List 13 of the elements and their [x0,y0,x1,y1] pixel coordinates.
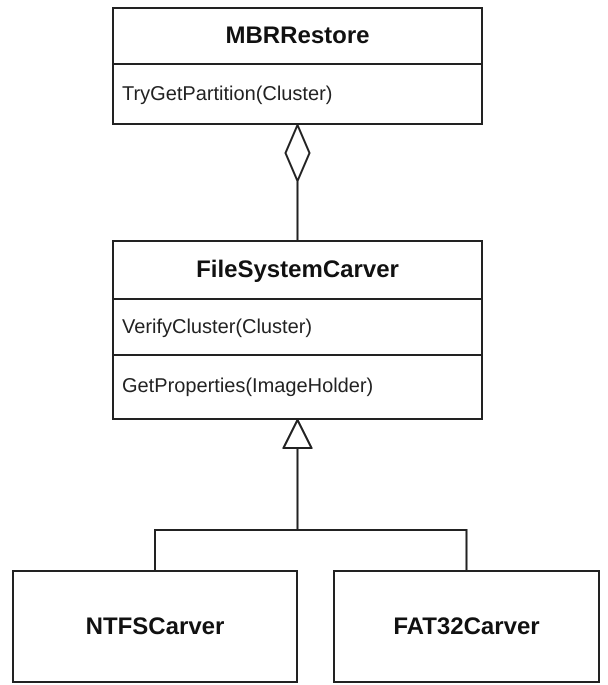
class-method: GetProperties(ImageHolder) [122,374,374,399]
class-method: TryGetPartition(Cluster) [122,82,332,107]
class-name: MBRRestore [225,21,370,51]
class-name: FAT32Carver [393,612,540,642]
class-name: FileSystemCarver [196,255,399,285]
class-box [333,570,600,683]
class-method: VerifyCluster(Cluster) [122,315,312,340]
class-box [112,240,483,420]
class-box [12,570,298,683]
inheritance-arrow [282,419,468,570]
aggregation-connector [284,124,310,240]
class-box [112,7,483,125]
class-name: NTFSCarver [86,612,224,642]
